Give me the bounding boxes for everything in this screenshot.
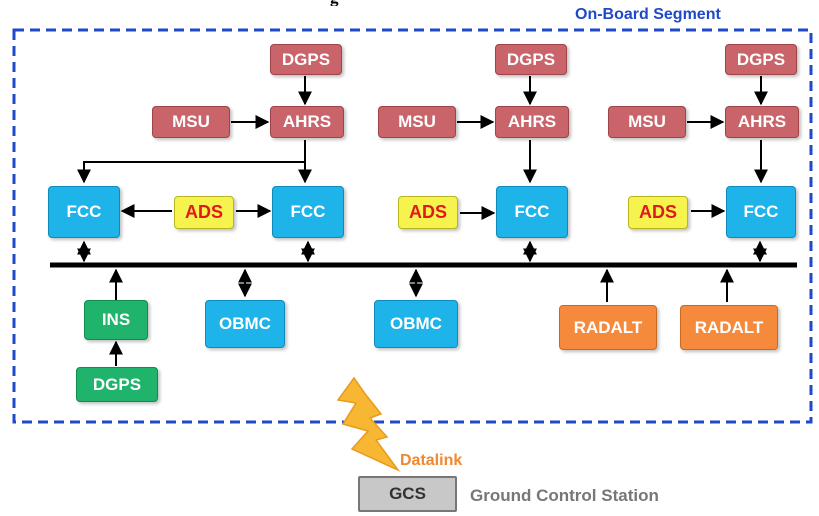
ahrs-box: AHRS <box>270 106 344 138</box>
msu-box: MSU <box>152 106 230 138</box>
dgps-box: DGPS <box>270 44 342 75</box>
datalink-label: Datalink <box>400 452 463 469</box>
ads-box: ADS <box>628 196 688 229</box>
fcc-box: FCC <box>726 186 796 238</box>
radalt-box: RADALT <box>559 305 657 350</box>
onboard-segment-label: On-Board Segment <box>575 6 721 23</box>
ground-control-station-label: Ground Control Station <box>470 486 659 505</box>
obmc-box: OBMC <box>205 300 285 348</box>
msu-box: MSU <box>608 106 686 138</box>
onboard-segment-boundary <box>12 28 813 424</box>
ins-box: INS <box>84 300 148 340</box>
gcs-box: GCS <box>358 476 457 512</box>
figure-title-fragment: g <box>330 0 410 6</box>
dgps-box: DGPS <box>495 44 567 75</box>
ads-box: ADS <box>398 196 458 229</box>
fcc-box: FCC <box>496 186 568 238</box>
fcc-box: FCC <box>272 186 344 238</box>
radalt-box: RADALT <box>680 305 778 350</box>
msu-box: MSU <box>378 106 456 138</box>
ahrs-box: AHRS <box>725 106 799 138</box>
dgps-box: DGPS <box>76 367 158 402</box>
obmc-box: OBMC <box>374 300 458 348</box>
ahrs-box: AHRS <box>495 106 569 138</box>
dgps-box: DGPS <box>725 44 797 75</box>
ads-box: ADS <box>174 196 234 229</box>
fcc-box: FCC <box>48 186 120 238</box>
ahrs1-to-fcc1-arrow <box>77 161 305 184</box>
lightning-icon <box>336 376 401 472</box>
